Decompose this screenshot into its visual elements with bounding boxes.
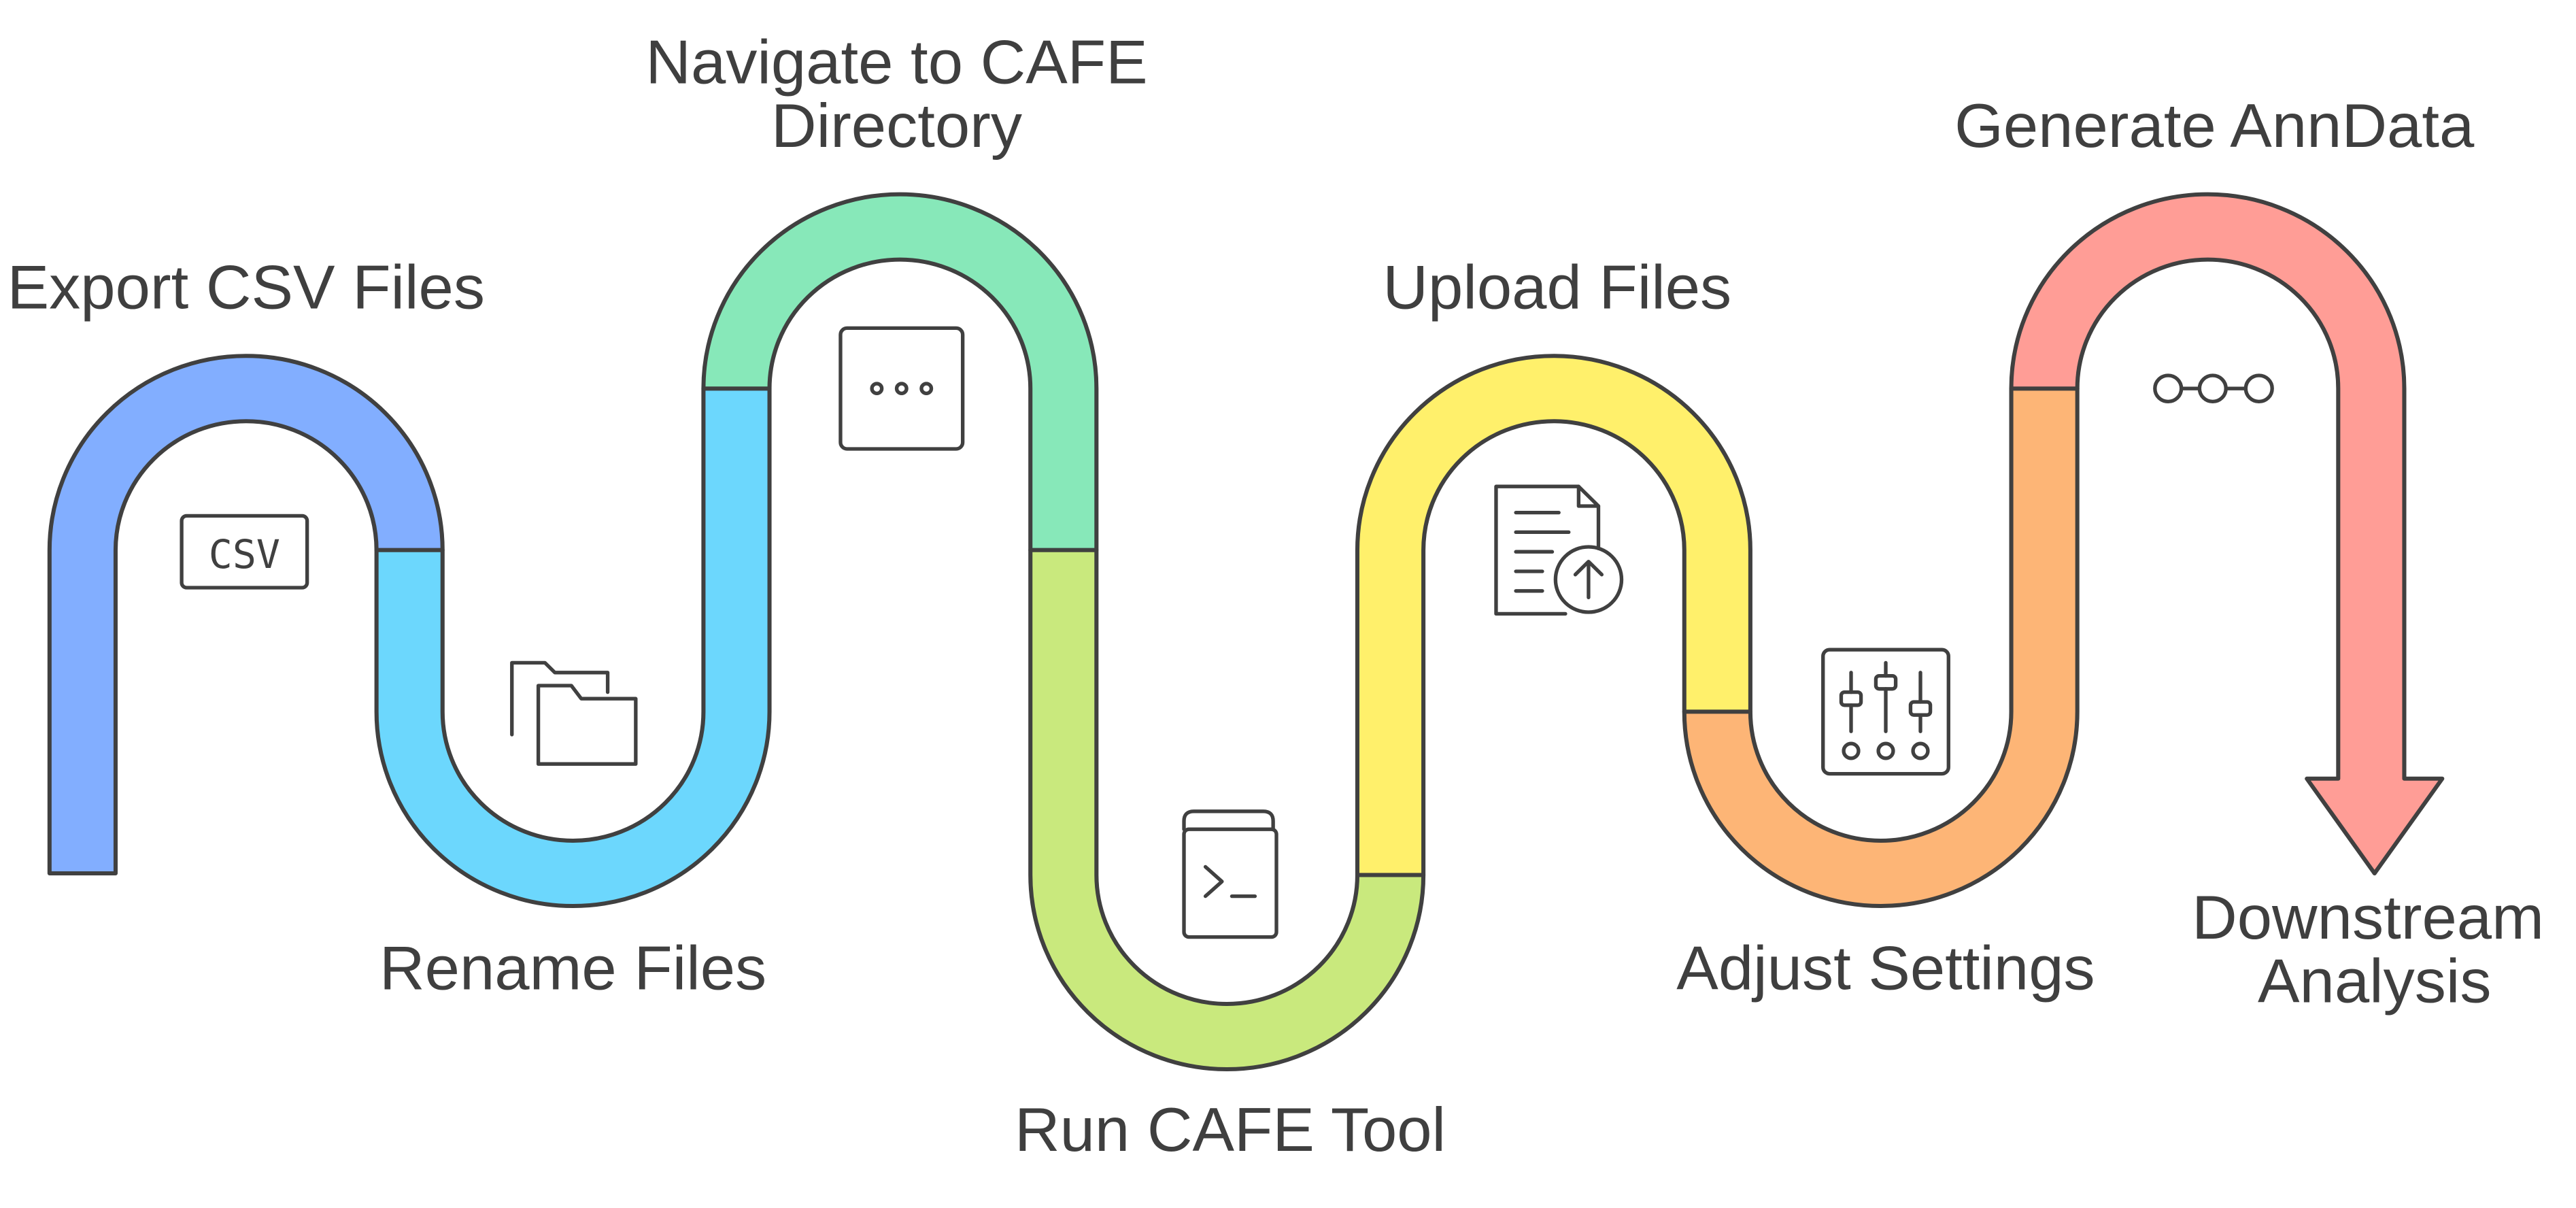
- folders-icon: [510, 660, 638, 766]
- segment-generate-anndata: [2009, 192, 2445, 875]
- terminal-book-icon: [1182, 809, 1278, 939]
- csv-icon: CSV: [180, 514, 309, 590]
- segment-adjust-settings: [1682, 386, 2080, 908]
- step-label-upload-files: Upload Files: [1383, 253, 1731, 322]
- csv-icon-text: CSV: [209, 532, 280, 578]
- file-upload-icon: [1494, 484, 1624, 616]
- ellipsis-icon: [838, 326, 965, 451]
- step-label-navigate-cafe-line2: Directory: [771, 91, 1022, 160]
- step-label-downstream-line2: Analysis: [2258, 947, 2492, 1016]
- nodes-icon: [2153, 373, 2274, 404]
- step-label-navigate-cafe-line1: Navigate to CAFE: [645, 28, 1147, 97]
- step-label-run-cafe: Run CAFE Tool: [1015, 1095, 1446, 1164]
- segment-upload-files: [1355, 354, 1752, 877]
- segment-navigate-cafe: [701, 192, 1099, 552]
- step-label-generate-anndata: Generate AnnData: [1954, 91, 2475, 160]
- step-label-export-csv: Export CSV Files: [7, 253, 485, 322]
- sliders-icon: [1821, 648, 1950, 776]
- segment-run-cafe: [1028, 548, 1426, 1071]
- step-label-downstream-line1: Downstream: [2192, 883, 2544, 952]
- segment-rename-files: [374, 386, 772, 908]
- step-label-adjust-settings: Adjust Settings: [1676, 934, 2095, 1003]
- segment-export-csv: [47, 354, 445, 875]
- step-label-rename-files: Rename Files: [379, 934, 766, 1003]
